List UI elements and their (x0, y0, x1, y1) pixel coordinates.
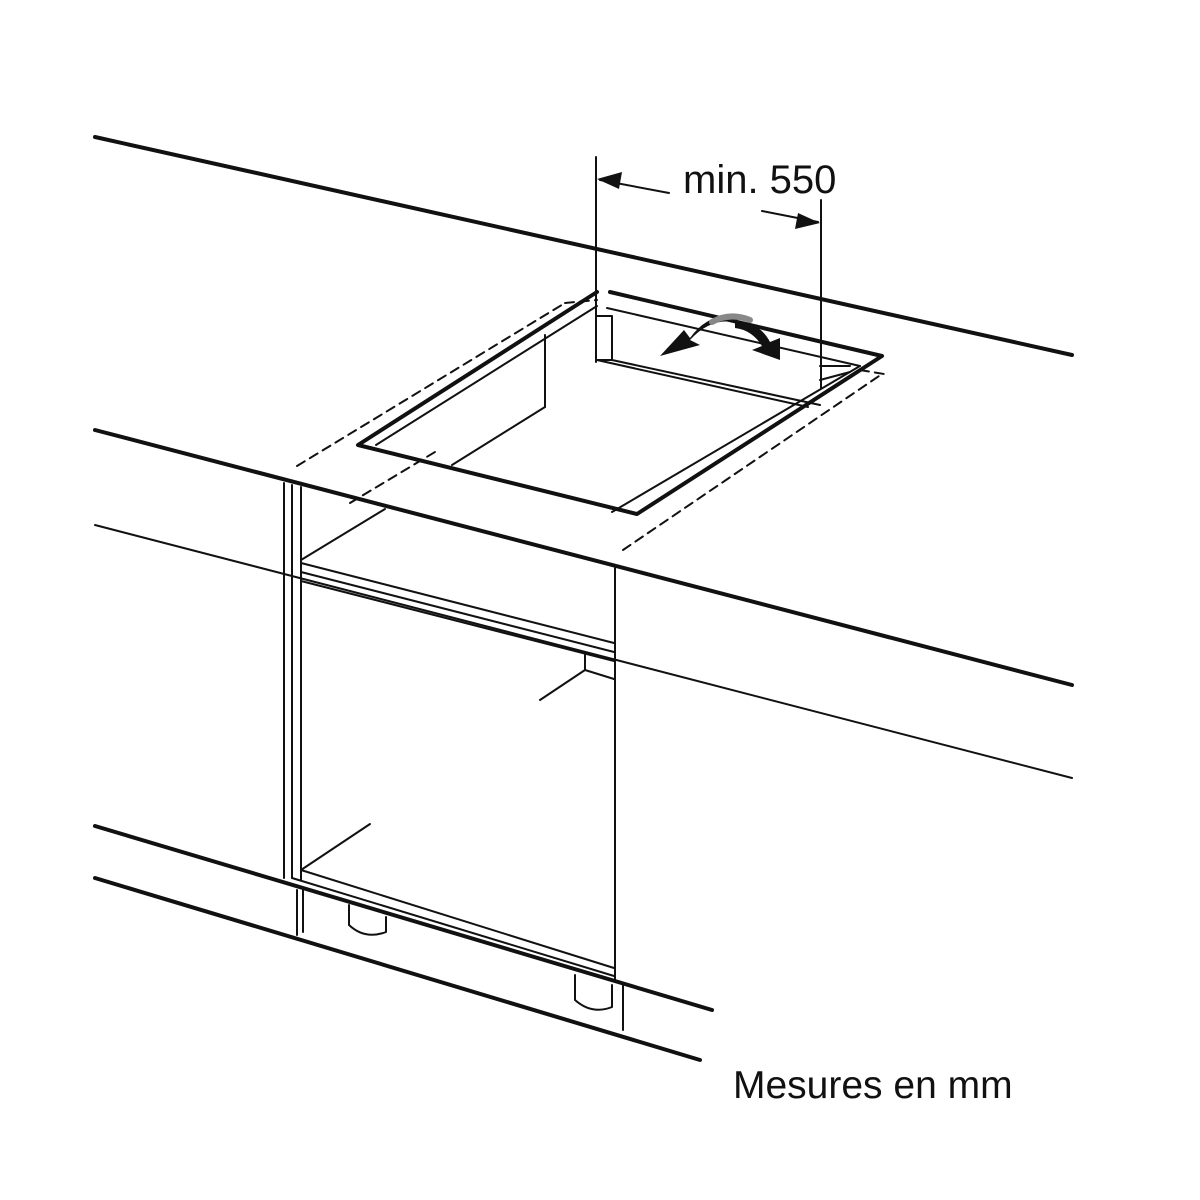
worktop-front-edge (93, 428, 1074, 687)
airflow-arrow-icon (660, 313, 780, 360)
worktop-cutout (356, 290, 884, 516)
plinth-lines (93, 824, 714, 1062)
cabinet-front-line (94, 524, 1073, 779)
worktop-back-edge (93, 135, 1074, 357)
dimension-arrowheads (597, 172, 820, 229)
units-note: Mesures en mm (733, 1064, 1013, 1107)
cabinet-feet (348, 904, 613, 1011)
min-distance-label: min. 550 (683, 158, 837, 202)
cabinet (283, 482, 624, 1031)
hob-footprint-dashed (296, 299, 885, 551)
